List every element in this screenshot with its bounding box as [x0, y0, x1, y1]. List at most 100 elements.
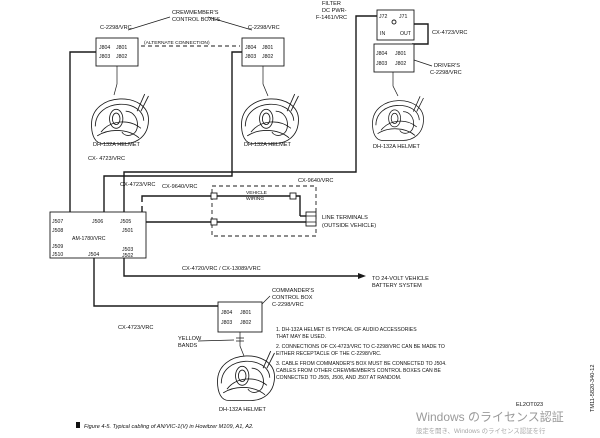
jack-label: J72 — [379, 14, 387, 20]
commanders-label: C-2298/VRC — [272, 302, 304, 308]
drivers-control-box: J804 J801 J803 J802 — [373, 43, 415, 97]
commanders-control-box: J804 J801 J803 J802 — [217, 301, 263, 357]
jack-label: J503 — [122, 247, 133, 253]
note-line: 2. CONNECTIONS OF CX-4723/VRC TO C-2298/… — [276, 344, 445, 350]
amplifier-am1780: J507 J506 J505 J508 J501 AM-1780/VRC J50… — [49, 211, 147, 259]
filter-label: FILTER — [322, 1, 341, 7]
drivers-label: DRIVER'S — [434, 63, 460, 69]
yellow-bands-label: BANDS — [178, 343, 198, 349]
yellow-band-marks — [236, 337, 244, 342]
dc-power-filter: J72 J71 IN OUT — [376, 9, 415, 41]
jack-label: J802 — [395, 61, 406, 67]
helmet-icon — [372, 95, 424, 141]
cable-cx4723-mid — [103, 51, 242, 212]
vehicle-wiring-label: WIRING — [246, 196, 264, 202]
leader-lines — [197, 339, 235, 342]
helmet-label: DH-132A HELMET — [93, 142, 141, 148]
line-terminals-label: (OUTSIDE VEHICLE) — [322, 223, 376, 229]
jack-label: J506 — [92, 219, 103, 225]
battery-label: BATTERY SYSTEM — [372, 283, 422, 289]
vehicle-wiring-boundary — [211, 185, 317, 237]
line-terminals-block — [305, 211, 317, 227]
jack-label: J803 — [99, 54, 110, 60]
jack-label: J801 — [262, 45, 273, 51]
jack-label: J508 — [52, 228, 63, 234]
cable-cx9640-lower — [141, 206, 306, 223]
crewmember-control-box-right: J804 J801 J803 J802 — [241, 37, 285, 97]
commanders-label: CONTROL BOX — [272, 295, 313, 301]
jack-label: J804 — [245, 45, 256, 51]
jack-label: J804 — [376, 51, 387, 57]
note-line: CABLES FROM OTHER CREWMEMBER'S CONTROL B… — [276, 368, 442, 374]
cable-cx4720 — [123, 258, 358, 277]
jack-label: J505 — [120, 219, 131, 225]
jack-label: J803 — [245, 54, 256, 60]
helmet-label: DH-132A HELMET — [373, 144, 421, 150]
jack-label: J504 — [88, 252, 99, 258]
jack-label: J71 — [399, 14, 407, 20]
activation-watermark-subtext: 設定を開き、Windows のライセンス認証を行 — [416, 426, 546, 435]
cx9640-left-label: CX-9640/VRC — [162, 184, 197, 190]
vehicle-connector — [210, 192, 218, 200]
crewmember-boxes-label: CREWMEMBER'S — [172, 10, 219, 16]
filter-label: F-1461/VRC — [316, 15, 347, 21]
cx4723-left-label: CX- 4723/VRC — [88, 156, 125, 162]
note-line: CONNECTED TO J505, J506, AND J507 AT RAN… — [276, 375, 401, 381]
jack-label: J801 — [240, 310, 251, 316]
jack-label: J502 — [122, 253, 133, 259]
notes-block: 1. DH-132A HELMET IS TYPICAL OF AUDIO AC… — [276, 327, 447, 381]
yellow-bands-label: YELLOW — [178, 336, 202, 342]
vehicle-connector — [210, 218, 218, 226]
cx4723-bottom-label: CX-4723/VRC — [118, 325, 153, 331]
commanders-label: COMMANDER'S — [272, 288, 314, 294]
cable-cx4723-left — [50, 51, 96, 231]
figure-caption: Figure 4-5. Typical cabling of AN/VIC-1(… — [84, 424, 254, 430]
vehicle-connector — [289, 192, 297, 200]
c2298-right-label: C-2298/VRC — [248, 25, 280, 31]
jack-label: J509 — [52, 244, 63, 250]
cx4723-right-label: CX-4723/VRC — [432, 30, 467, 36]
note-line: 3. CABLE FROM COMMANDER'S BOX MUST BE CO… — [276, 361, 447, 367]
jack-label: J804 — [221, 310, 232, 316]
jack-label: J803 — [376, 61, 387, 67]
leader-lines — [127, 16, 253, 31]
note-line: 1. DH-132A HELMET IS TYPICAL OF AUDIO AC… — [276, 327, 417, 333]
cx4720-label: CX-4720/VRC / CX-13089/VRC — [182, 266, 261, 272]
filter-out-label: OUT — [400, 31, 412, 37]
jack-label: J801 — [116, 45, 127, 51]
amplifier-label: AM-1780/VRC — [72, 236, 106, 242]
leader-lines — [413, 59, 433, 67]
crewmember-boxes-label: CONTROL BOXES — [172, 17, 220, 23]
jack-label: J802 — [240, 320, 251, 326]
crewmember-control-box-left: J804 J801 J803 J802 — [95, 37, 139, 96]
drivers-label: C-2298/VRC — [430, 70, 462, 76]
jack-label: J802 — [116, 54, 127, 60]
caption-marker-icon — [76, 422, 80, 428]
activation-watermark: Windows のライセンス認証 — [416, 409, 564, 424]
cx4723-mid-label: CX-4723/VRC — [120, 182, 155, 188]
filter-in-label: IN — [380, 31, 385, 37]
jack-label: J804 — [99, 45, 110, 51]
cable-cx4723-right — [412, 23, 429, 45]
note-line: THAT MAY BE USED. — [276, 334, 326, 340]
battery-arrow-icon — [358, 273, 366, 279]
helmet-label: DH-132A HELMET — [219, 407, 267, 413]
cable-dc-power-filter — [123, 15, 377, 212]
figure-code-label: EL2OT023 — [516, 402, 543, 408]
line-terminals-lines — [306, 215, 316, 223]
jack-label: J501 — [122, 228, 133, 234]
helmet-icon — [241, 93, 299, 144]
jack-label: J510 — [52, 252, 63, 258]
helmet-label: DH-132A HELMET — [244, 142, 292, 148]
cable-cx9640-upper — [141, 195, 301, 216]
cx9640-right-label: CX-9640/VRC — [298, 178, 333, 184]
cable-cx4723-bottom — [93, 258, 218, 307]
line-terminals-label: LINE TERMINALS — [322, 215, 368, 221]
c2298-left-label: C-2298/VRC — [100, 25, 132, 31]
battery-label: TO 24-VOLT VEHICLE — [372, 276, 429, 282]
manual-number-label: TM11-5820-340-12 — [590, 365, 596, 412]
vehicle-wiring-label: VEHICLE — [246, 190, 268, 196]
jack-label: J803 — [221, 320, 232, 326]
note-line: EITHER RECEPTACLE OF THE C-2298/VRC. — [276, 351, 381, 357]
